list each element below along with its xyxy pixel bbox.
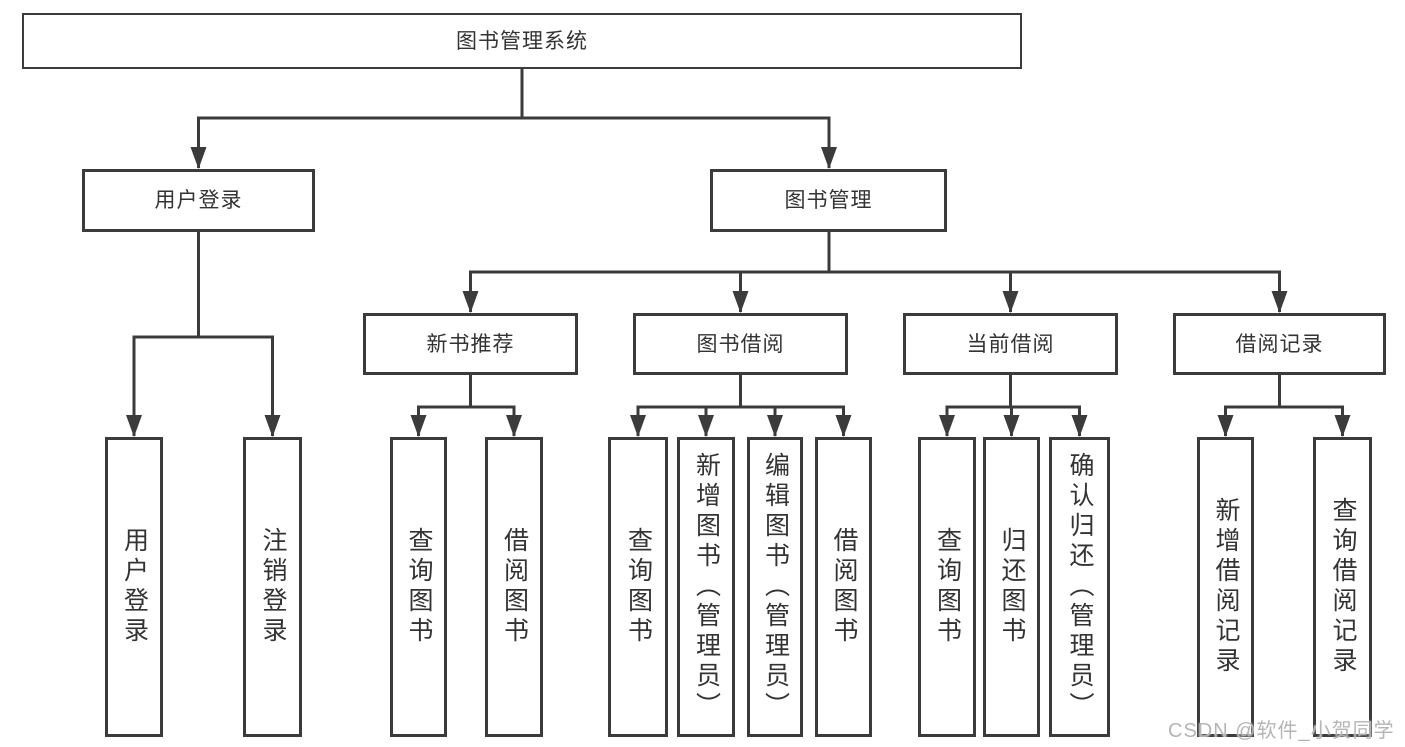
node-bb-query-books: 查询图书 bbox=[608, 437, 668, 737]
node-user-login-group: 用户登录 bbox=[82, 169, 315, 232]
node-br-add-record: 新增借阅记录 bbox=[1197, 437, 1254, 737]
node-bb-borrow-books: 借阅图书 bbox=[815, 437, 872, 737]
node-nb-query-books: 查询图书 bbox=[390, 437, 447, 737]
node-book-management: 图书管理 bbox=[710, 169, 947, 232]
node-current-borrow: 当前借阅 bbox=[903, 313, 1118, 375]
node-cb-query-books: 查询图书 bbox=[918, 437, 976, 737]
node-user-login: 用户登录 bbox=[105, 437, 163, 737]
node-cb-return-books: 归还图书 bbox=[983, 437, 1040, 737]
node-library-system: 图书管理系统 bbox=[22, 13, 1022, 69]
node-borrow-records: 借阅记录 bbox=[1173, 313, 1386, 375]
node-br-query-record: 查询借阅记录 bbox=[1313, 437, 1372, 737]
node-logout: 注销登录 bbox=[243, 437, 302, 737]
node-bb-edit-books-admin: 编辑图书（管理员） bbox=[747, 437, 803, 737]
node-book-borrow: 图书借阅 bbox=[633, 313, 848, 375]
node-new-book-recommend: 新书推荐 bbox=[363, 313, 578, 375]
node-nb-borrow-books: 借阅图书 bbox=[485, 437, 543, 737]
node-bb-add-books-admin: 新增图书（管理员） bbox=[677, 437, 735, 737]
node-cb-confirm-return-admin: 确认归还（管理员） bbox=[1049, 437, 1110, 737]
csdn-watermark: CSDN @软件_小贺同学 bbox=[1168, 720, 1395, 742]
